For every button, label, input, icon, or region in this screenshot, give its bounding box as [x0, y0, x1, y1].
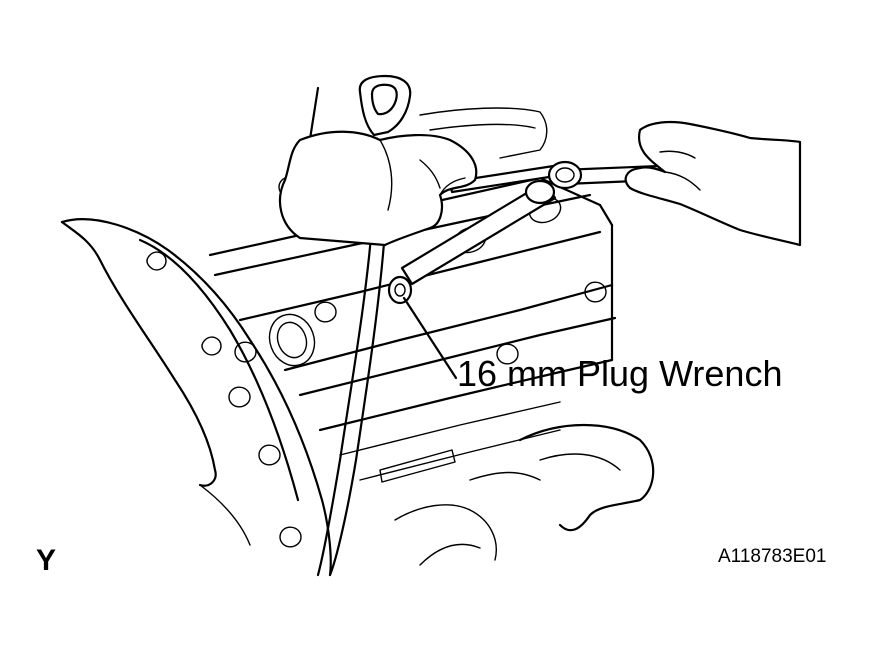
- right-hand: [624, 120, 802, 247]
- plug-wrench-label: 16 mm Plug Wrench: [457, 353, 783, 394]
- callout-leader: [402, 296, 458, 380]
- hose: [316, 223, 387, 577]
- figure-id: A118783E01: [718, 546, 827, 567]
- lower-block: [394, 423, 655, 566]
- view-direction-mark: Y: [36, 544, 57, 577]
- left-hand: [278, 130, 478, 247]
